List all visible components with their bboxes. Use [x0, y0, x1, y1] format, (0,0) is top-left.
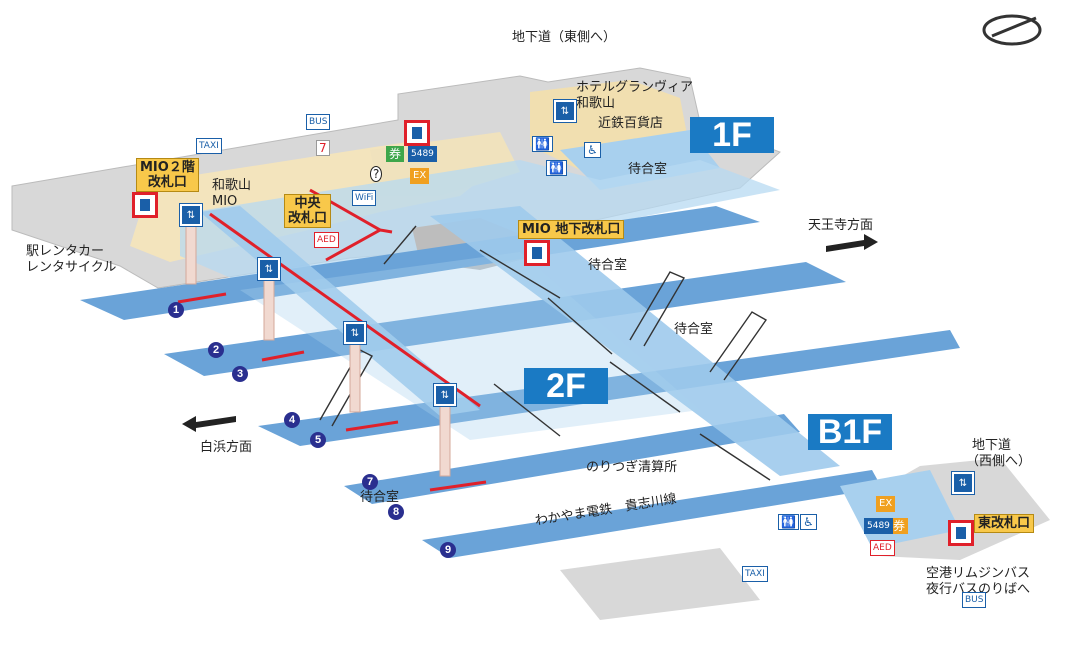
- bus-icon: BUS: [962, 592, 987, 608]
- accessible-route: [177, 188, 487, 492]
- platform-number: 1: [168, 302, 184, 318]
- restroom-icon: 🚻: [532, 136, 553, 152]
- platform-number: 5: [310, 432, 326, 448]
- b1f-exit: [560, 548, 760, 620]
- tag-mio-2f-line1: MIO２階: [140, 160, 195, 175]
- label-bus-2: 夜行バスのりばへ: [926, 582, 1031, 597]
- floor-badge-2f: 2F: [524, 367, 608, 405]
- ticket-gate-icon: [948, 520, 974, 546]
- ex-icon: EX: [876, 496, 896, 512]
- platform-number: 8: [388, 504, 404, 520]
- platform-number: 2: [208, 342, 224, 358]
- label-tennoji: 天王寺方面: [808, 218, 874, 233]
- floor-badge-1f: 1F: [690, 116, 774, 154]
- aed-icon: AED: [870, 540, 895, 556]
- floor-badge-b1f: B1F: [808, 413, 892, 451]
- wheelchair-icon: ♿: [800, 514, 817, 530]
- elevator-icon: ⇅: [553, 99, 577, 123]
- label-waiting-c: 待合室: [360, 490, 400, 505]
- label-underpass-west-1: 地下道: [972, 438, 1012, 453]
- convenience-store-icon: 7: [316, 140, 330, 156]
- tag-mio-b1: MIO 地下改札口: [518, 220, 625, 239]
- label-mio-1: 和歌山: [212, 178, 252, 193]
- arrow-shirahama: [182, 416, 236, 432]
- elevator-icon: ⇅: [343, 321, 367, 345]
- ticket-machine-icon: 券: [890, 518, 909, 534]
- label-underpass-east: 地下道（東側へ）: [512, 30, 617, 45]
- elevator-icon: ⇅: [951, 471, 975, 495]
- label-kintetsu: 近鉄百貨店: [598, 116, 664, 131]
- platform-number: 9: [440, 542, 456, 558]
- label-waiting-b: 待合室: [674, 322, 714, 337]
- compass-logo: [982, 14, 1042, 46]
- ticket-machine-icon: 券: [386, 146, 405, 162]
- platform-9: [422, 470, 882, 558]
- tag-mio-2f: MIO２階 改札口: [136, 158, 199, 192]
- ex-icon: EX: [410, 168, 430, 184]
- ticket-gate-icon: [524, 240, 550, 266]
- label-bus-1: 空港リムジンバス: [926, 566, 1031, 581]
- wheelchair-icon: ♿: [584, 142, 601, 158]
- question-icon: ?: [370, 166, 383, 182]
- platform-2-3: [164, 262, 846, 376]
- restroom-icon: 🚻: [546, 160, 567, 176]
- label-mio-2: MIO: [212, 194, 238, 209]
- 5489-icon: 5489: [408, 146, 437, 162]
- platform-number: 7: [362, 474, 378, 490]
- label-hotel: ホテルグランヴィア: [576, 80, 694, 95]
- label-rental-car: 駅レンタカー: [26, 244, 105, 259]
- taxi-icon: TAXI: [196, 138, 222, 154]
- label-norikae: のりつぎ清算所: [586, 460, 678, 475]
- label-hotel-2: 和歌山: [576, 96, 616, 111]
- platform-number: 3: [232, 366, 248, 382]
- tag-central-line1: 中央: [294, 196, 321, 211]
- elevator-icon: ⇅: [433, 383, 457, 407]
- label-underpass-west-2: （西側へ）: [966, 454, 1032, 469]
- tag-mio-2f-line2: 改札口: [147, 175, 187, 190]
- elevator-icon: ⇅: [257, 257, 281, 281]
- concourse-2f-east: [430, 206, 840, 476]
- wifi-icon: WiFi: [352, 190, 377, 206]
- tag-central-line2: 改札口: [288, 211, 328, 226]
- restroom-icon: 🚻: [778, 514, 799, 530]
- tag-east-gate: 東改札口: [974, 514, 1035, 533]
- label-rental-cycle: レンタサイクル: [26, 260, 117, 275]
- platform-7-8: [344, 414, 800, 504]
- taxi-icon: TAXI: [742, 566, 768, 582]
- ticket-gate-icon: [404, 120, 430, 146]
- label-shirahama: 白浜方面: [200, 440, 253, 455]
- tag-central: 中央 改札口: [284, 194, 332, 228]
- arrow-tennoji: [826, 234, 878, 252]
- aed-icon: AED: [314, 232, 339, 248]
- platform-4-5: [258, 330, 960, 446]
- 5489-icon: 5489: [864, 518, 893, 534]
- ticket-gate-icon: [132, 192, 158, 218]
- elevator-icon: ⇅: [179, 203, 203, 227]
- platform-number: 4: [284, 412, 300, 428]
- label-waiting-1f: 待合室: [628, 162, 668, 177]
- label-waiting-a: 待合室: [588, 258, 628, 273]
- bus-icon: BUS: [306, 114, 331, 130]
